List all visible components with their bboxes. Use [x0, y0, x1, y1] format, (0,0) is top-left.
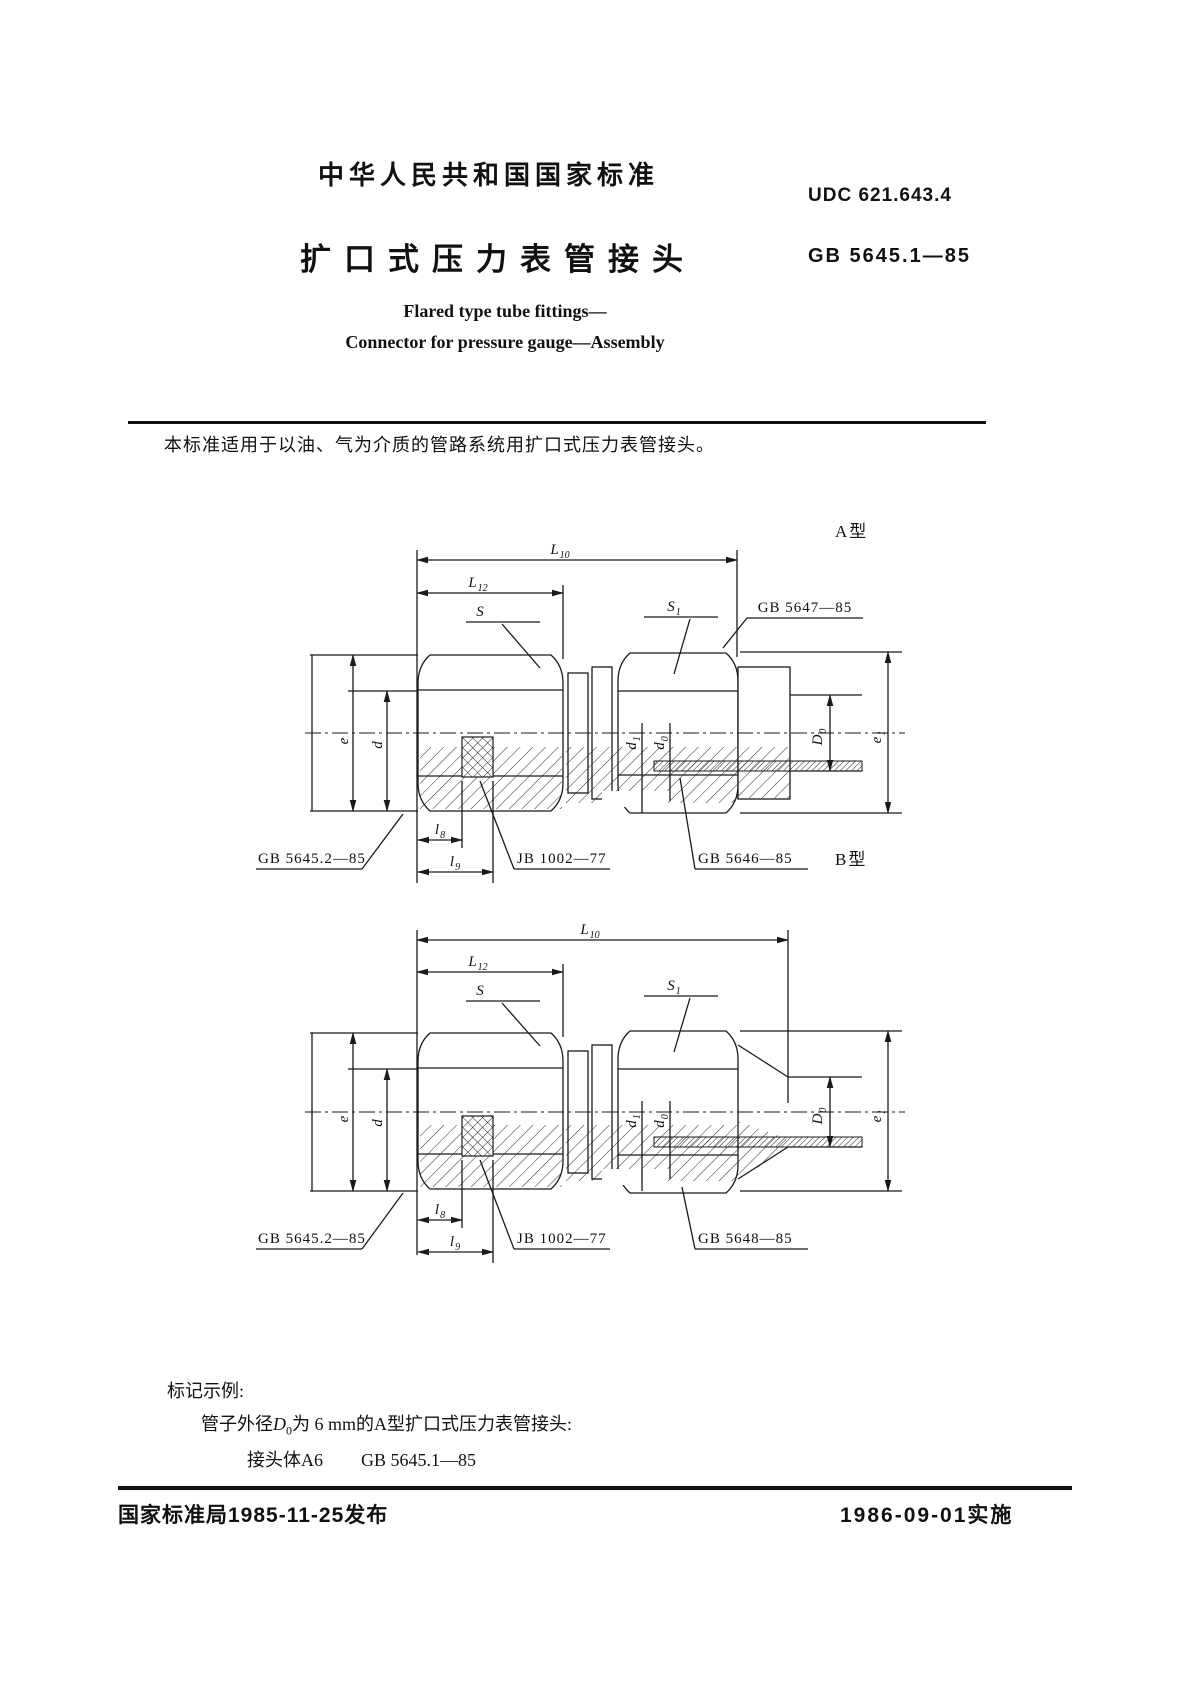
scope-paragraph: 本标准适用于以油、气为介质的管路系统用扩口式压力表管接头。 [164, 435, 715, 455]
dim-label-d1: d1 [624, 1114, 643, 1128]
example-line1-pre: 管子外径 [201, 1414, 273, 1434]
figure-a-variant-label: A型 [835, 522, 868, 541]
footer-effective-date: 1986-09-01实施 [840, 1504, 1014, 1527]
footer-issued-date: 国家标准局1985-11-25发布 [118, 1504, 389, 1527]
dim-label-S1: S1 [667, 978, 681, 997]
example-line2: 接头体A6 GB 5645.1—85 [247, 1446, 476, 1472]
gasket-ring-section [461, 1115, 494, 1157]
example-heading: 标记示例: [167, 1381, 245, 1401]
example-standard-ref: GB 5645.1—85 [361, 1450, 477, 1470]
figure-b-type-b-assembly-drawing: L10 L12 S S1 e d d1 d0 D0 [256, 850, 905, 1263]
callout-gasket-standard: JB 1002—77 [517, 851, 607, 867]
dim-label-S: S [476, 604, 484, 620]
tube-wall-section [653, 760, 863, 772]
callout-nut-body-standard: GB 5645.2—85 [258, 851, 366, 867]
dimension-lines: L10 L12 S S1 GB 5647—85 e d d1 d0 [256, 542, 902, 883]
example-designation: 接头体A6 [247, 1450, 323, 1470]
dim-label-e: e [336, 1115, 352, 1122]
symbol-D: D [273, 1414, 286, 1434]
standard-number: GB 5645.1—85 [808, 245, 971, 267]
dim-label-D0: D0 [810, 729, 829, 747]
dim-label-d0: d0 [652, 736, 671, 750]
english-title: Flared type tube fittings— Connector for… [238, 296, 772, 358]
dim-label-L12: L12 [467, 575, 487, 594]
header-divider-rule [128, 421, 986, 424]
dim-label-d: d [370, 741, 386, 749]
dim-label-l8: l8 [435, 1202, 445, 1221]
section-hatching [420, 1115, 863, 1187]
callout-gasket-standard: JB 1002—77 [517, 1231, 607, 1247]
page-title: 扩口式压力表管接头 [300, 242, 696, 277]
dim-label-l9: l9 [450, 1234, 460, 1253]
dim-label-e: e [336, 737, 352, 744]
english-title-line1: Flared type tube fittings— [403, 301, 607, 321]
callout-nut-standard: GB 5647—85 [758, 600, 853, 616]
dim-label-d1: d1 [624, 736, 643, 750]
dim-label-L10: L10 [579, 922, 599, 941]
callout-sleeve-standard: GB 5646—85 [698, 851, 793, 867]
example-line1: 管子外径D0为 6 mm的A型扩口式压力表管接头: [201, 1410, 572, 1439]
dim-label-l9: l9 [450, 854, 460, 873]
dim-label-e1: e1 [869, 731, 888, 744]
udc-number: UDC 621.643.4 [808, 185, 952, 206]
dim-label-S1: S1 [667, 599, 681, 618]
symbol-D-subscript: 0 [286, 1423, 292, 1438]
dimension-lines: L10 L12 S S1 e d d1 d0 D0 [256, 922, 902, 1263]
figure-a-type-a-assembly-drawing: L10 L12 S S1 GB 5647—85 e d d1 d0 [256, 522, 905, 883]
dim-label-S: S [476, 983, 484, 999]
standard-org-title: 中华人民共和国国家标准 [318, 160, 660, 190]
example-line1-post: 为 6 mm的A型扩口式压力表管接头: [292, 1414, 573, 1434]
dim-label-e1: e1 [869, 1110, 888, 1123]
callout-nut-body-standard: GB 5645.2—85 [258, 1231, 366, 1247]
dim-label-d: d [370, 1119, 386, 1127]
dim-label-L10: L10 [549, 542, 569, 561]
gasket-ring-section [461, 736, 494, 778]
dim-label-D0: D0 [810, 1108, 829, 1126]
dim-label-L12: L12 [467, 954, 487, 973]
callout-cone-standard: GB 5648—85 [698, 1231, 793, 1247]
figure-b-variant-label: B型 [835, 850, 867, 869]
tube-wall-section [653, 1136, 863, 1148]
dim-label-d0: d0 [652, 1114, 671, 1128]
footer-divider-rule [118, 1486, 1072, 1490]
english-title-line2: Connector for pressure gauge—Assembly [345, 332, 665, 352]
dim-label-l8: l8 [435, 822, 445, 841]
